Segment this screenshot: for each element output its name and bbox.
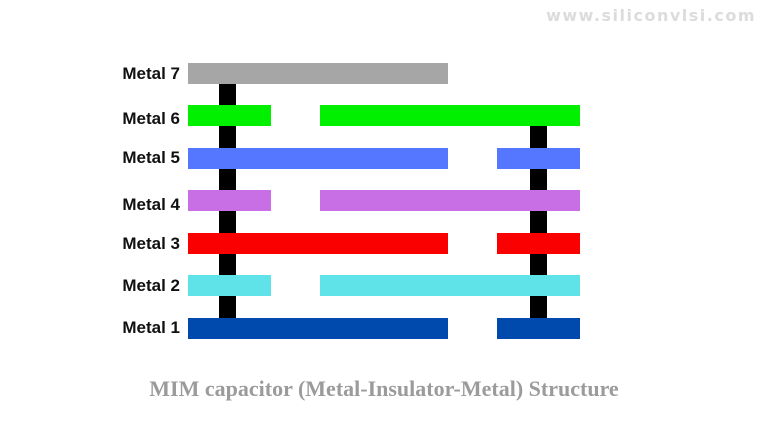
metal-3-left-segment (188, 233, 448, 254)
metal-4-left-segment (188, 190, 271, 211)
via-right-5-4 (530, 168, 547, 191)
label-metal-1: Metal 1 (122, 318, 180, 337)
label-metal-5: Metal 5 (122, 148, 180, 167)
watermark-text: www.siliconvlsi.com (546, 6, 756, 25)
metal-7-plate (188, 63, 448, 84)
label-metal-7: Metal 7 (122, 64, 180, 83)
metal-5-right-segment (497, 148, 580, 169)
metal-2-left-segment (188, 275, 271, 296)
metal-6-right-segment (320, 105, 580, 126)
label-metal-6: Metal 6 (122, 109, 180, 128)
label-metal-2: Metal 2 (122, 276, 180, 295)
label-metal-3: Metal 3 (122, 234, 180, 253)
diagram-caption: MIM capacitor (Metal-Insulator-Metal) St… (149, 376, 619, 401)
metal-1-right-segment (497, 318, 580, 339)
via-left-6-5 (219, 126, 236, 148)
via-right-6-5 (530, 126, 547, 148)
via-left-2-1 (219, 296, 236, 318)
metal-6-left-segment (188, 105, 271, 126)
metal-3-right-segment (497, 233, 580, 254)
via-left-3-2 (219, 253, 236, 275)
via-right-3-2 (530, 253, 547, 275)
via-left-5-4 (219, 168, 236, 191)
metal-4-right-segment (320, 190, 580, 211)
via-left-7-6 (219, 84, 236, 106)
label-metal-4: Metal 4 (122, 195, 180, 214)
metal-1-left-segment (188, 318, 448, 339)
metal-2-right-segment (320, 275, 580, 296)
via-right-4-3 (530, 211, 547, 233)
via-right-2-1 (530, 296, 547, 318)
via-left-4-3 (219, 211, 236, 233)
metal-5-left-segment (188, 148, 448, 169)
